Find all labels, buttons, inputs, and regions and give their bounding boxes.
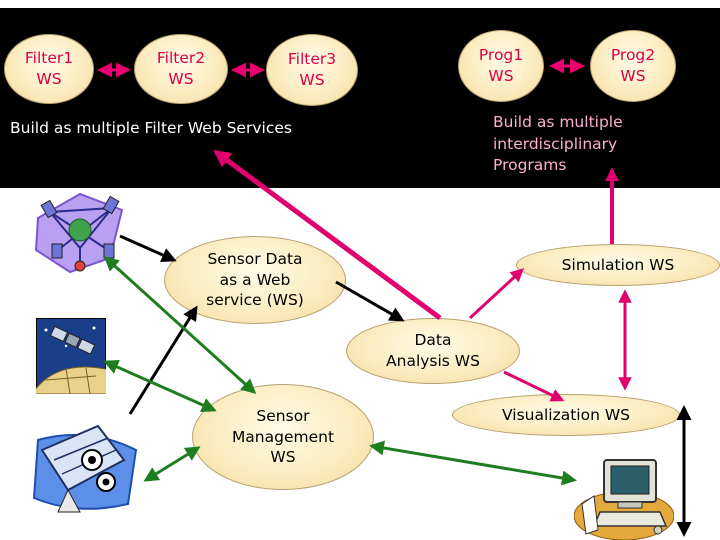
data-analysis-line1: Data bbox=[414, 331, 452, 350]
programs-caption-line1: Build as multiple bbox=[493, 113, 623, 131]
simulation-label: Simulation WS bbox=[561, 255, 675, 274]
data-analysis-line2: Analysis WS bbox=[386, 352, 480, 370]
arrow-sensor-data-to-analysis bbox=[335, 280, 405, 322]
prog1-line1: Prog1 bbox=[478, 46, 524, 65]
computer-workstation-clipart bbox=[574, 459, 674, 540]
programs-caption: Build as multiple interdisciplinary Prog… bbox=[493, 112, 623, 177]
prog2-line2: WS bbox=[620, 67, 646, 85]
satellite-network-clipart bbox=[34, 192, 124, 274]
visualization-label: Visualization WS bbox=[502, 405, 630, 424]
arrow-management-antennas bbox=[143, 446, 201, 482]
filter1-line1: Filter1 bbox=[24, 49, 74, 68]
sensor-management-line1: Sensor bbox=[256, 406, 310, 425]
filter3-line2: WS bbox=[299, 71, 325, 89]
arrow-analysis-to-simulation bbox=[468, 268, 524, 320]
programs-caption-line3: Programs bbox=[493, 156, 567, 175]
arrow-management-space bbox=[103, 360, 217, 412]
programs-caption-line2: interdisciplinary bbox=[493, 134, 618, 153]
visualization-ws-node: Visualization WS bbox=[452, 394, 680, 436]
sensor-data-line3: service (WS) bbox=[206, 291, 304, 310]
sensor-data-line1: Sensor Data bbox=[207, 249, 303, 268]
prog2-line1: Prog2 bbox=[610, 46, 656, 65]
filter2-line2: WS bbox=[168, 70, 194, 88]
arrow-space-to-sensor-data bbox=[128, 305, 198, 415]
prog1-line2: WS bbox=[488, 67, 514, 85]
filter3-line1: Filter3 bbox=[287, 50, 337, 69]
sensor-management-line2: Management bbox=[231, 427, 335, 446]
sensor-management-line3: WS bbox=[270, 448, 296, 467]
satellite-in-space-clipart bbox=[36, 318, 106, 394]
sensor-data-ws-node: Sensor Data as a Web service (WS) bbox=[164, 236, 346, 324]
filter1-line2: WS bbox=[36, 70, 62, 88]
sensor-data-line2: as a Web bbox=[219, 270, 291, 289]
filter-ws-caption: Build as multiple Filter Web Services bbox=[10, 119, 292, 137]
arrow-management-computer bbox=[369, 440, 577, 486]
satellites-and-antennas-clipart bbox=[32, 424, 138, 513]
simulation-ws-node: Simulation WS bbox=[516, 244, 720, 286]
filter2-line1: Filter2 bbox=[156, 49, 206, 68]
